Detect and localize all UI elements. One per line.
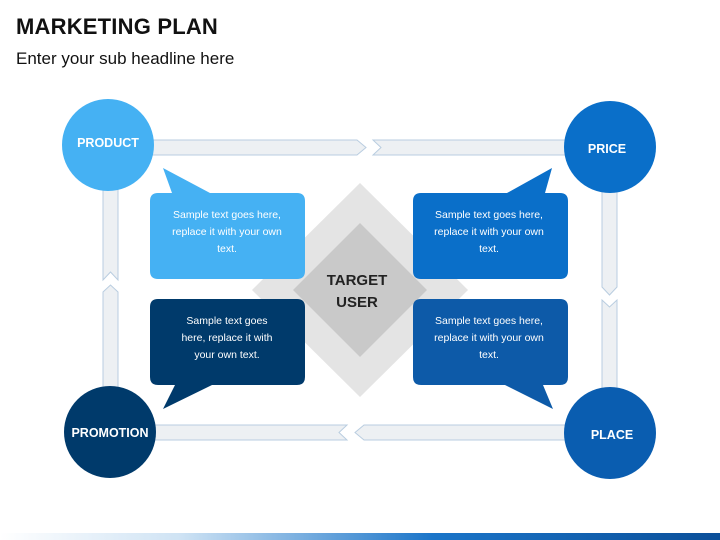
- center-label-line2: USER: [336, 294, 378, 311]
- bottom-accent-bar: [0, 533, 720, 540]
- bubble-price-line1: Sample text goes here,: [435, 209, 543, 221]
- bubble-price-shape: [413, 168, 568, 279]
- bubble-promotion-line2: here, replace it with: [181, 332, 272, 344]
- node-price-circle: [564, 101, 656, 193]
- bubble-price: Sample text goes here, replace it with y…: [413, 168, 568, 279]
- node-product-circle: [62, 99, 154, 191]
- arrow-center-top-to-price: [371, 139, 576, 156]
- bubble-promotion-shape: [150, 299, 305, 409]
- page-title: MARKETING PLAN: [16, 14, 219, 39]
- arrow-promotion-up-upper: [102, 184, 119, 282]
- bubble-place-line1: Sample text goes here,: [435, 315, 543, 327]
- bubble-product-line3: text.: [217, 243, 237, 255]
- bubble-promotion-line1: Sample text goes: [186, 315, 267, 327]
- bubble-price-line2: replace it with your own: [434, 226, 544, 238]
- arrow-price-down-upper: [601, 184, 618, 296]
- bubble-product-line2: replace it with your own: [172, 226, 282, 238]
- node-place: PLACE: [564, 387, 656, 479]
- bubble-promotion-line3: your own text.: [194, 349, 259, 361]
- center-label-line1: TARGET: [327, 272, 388, 289]
- bubble-product-shape: [150, 168, 305, 279]
- bubble-product: Sample text goes here, replace it with y…: [150, 168, 305, 279]
- node-place-circle: [564, 387, 656, 479]
- node-promotion-label: PROMOTION: [71, 426, 148, 440]
- bubble-product-line1: Sample text goes here,: [173, 209, 281, 221]
- bubble-place-line2: replace it with your own: [434, 332, 544, 344]
- node-product: PRODUCT: [62, 99, 154, 191]
- node-price: PRICE: [564, 101, 656, 193]
- arrow-promotion-up-lower: [102, 284, 119, 396]
- arrow-price-down-lower: [601, 298, 618, 396]
- page-subtitle: Enter your sub headline here: [16, 49, 235, 68]
- arrow-product-to-center-top: [149, 139, 367, 156]
- node-place-label: PLACE: [591, 428, 633, 442]
- bubble-price-line3: text.: [479, 243, 499, 255]
- node-promotion-circle: [64, 386, 156, 478]
- node-product-label: PRODUCT: [77, 136, 139, 150]
- node-promotion: PROMOTION: [64, 386, 156, 478]
- bubble-place-shape: [413, 299, 568, 409]
- bubble-promotion: Sample text goes here, replace it with y…: [150, 299, 305, 409]
- bubble-place: Sample text goes here, replace it with y…: [413, 299, 568, 409]
- arrow-center-bottom-to-promotion: [149, 424, 349, 441]
- center-diamond-inner: [293, 223, 427, 357]
- node-price-label: PRICE: [588, 142, 626, 156]
- arrow-place-to-center-bottom: [354, 424, 566, 441]
- bubble-place-line3: text.: [479, 349, 499, 361]
- connectors: [102, 139, 618, 441]
